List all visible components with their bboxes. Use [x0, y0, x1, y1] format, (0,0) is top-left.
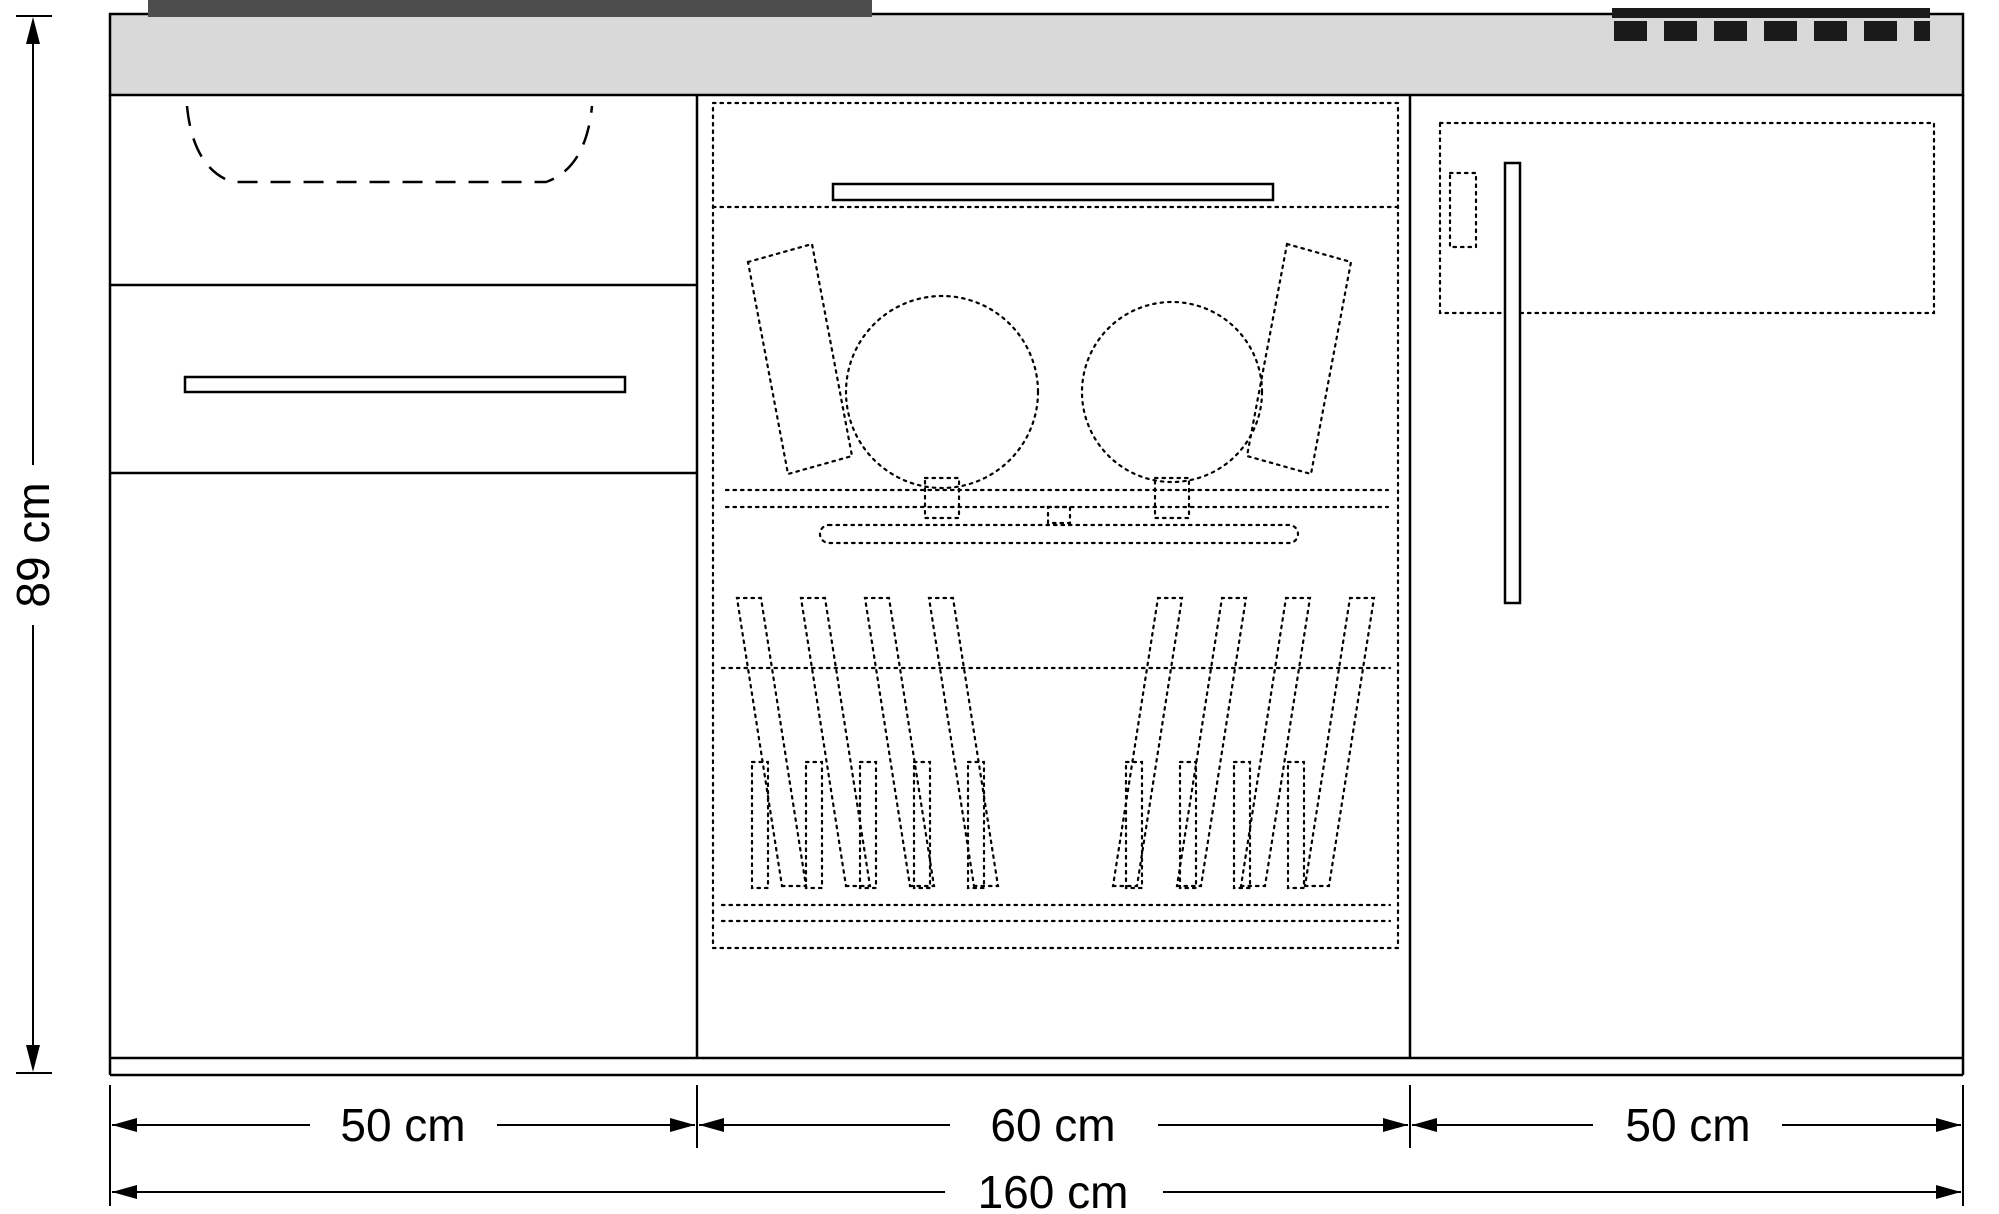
- arrowhead-up: [26, 17, 40, 44]
- plate-slot-left-1: [735, 596, 808, 888]
- freezer-compartment-hidden-outline: [1438, 121, 1936, 315]
- interior-fitting-hidden-outline: [1448, 171, 1478, 249]
- plate-right-foot: [1153, 476, 1191, 520]
- lower-rack: [720, 596, 1392, 923]
- sink-bowl-hidden-outline: [185, 105, 594, 184]
- tray-left: [746, 242, 854, 476]
- arrowhead-mid60-r: [1383, 1118, 1408, 1132]
- cutlery-tine-left-5: [966, 760, 986, 890]
- cabinet-carcass: [108, 95, 1965, 1077]
- dimension-height: 89 cm: [7, 15, 59, 1074]
- cooktop: [148, 0, 872, 17]
- plate-left: [844, 294, 1040, 490]
- fridge-door-handle: [1503, 161, 1522, 605]
- cutlery-tine-left-3: [858, 760, 878, 890]
- plate-right: [1080, 300, 1264, 484]
- cutlery-tine-right-3: [1232, 760, 1252, 890]
- cutlery-tine-right-2: [1178, 760, 1198, 890]
- sink-base-cabinet: [110, 105, 697, 475]
- upper-rack: [724, 242, 1390, 545]
- plate-slot-left-4: [927, 596, 1000, 888]
- arrowhead-right50-r: [1936, 1118, 1961, 1132]
- plate-slot-right-3: [1239, 596, 1312, 888]
- arrowhead-total-r: [1936, 1185, 1961, 1199]
- plate-left-foot: [923, 476, 961, 520]
- dishwasher-handle: [831, 182, 1275, 202]
- cutlery-tine-left-2: [804, 760, 824, 890]
- dim-right-section-label: 50 cm: [1625, 1099, 1750, 1151]
- refrigerator: [1438, 121, 1936, 605]
- cutlery-tine-left-1: [750, 760, 770, 890]
- tray-right: [1245, 242, 1353, 476]
- arrowhead-left50-l: [112, 1118, 137, 1132]
- dim-total-label: 160 cm: [978, 1166, 1129, 1214]
- arrowhead-down: [26, 1045, 40, 1072]
- spray-arm: [818, 523, 1300, 545]
- drawer-handle: [183, 375, 627, 394]
- dim-height-label: 89 cm: [7, 482, 59, 607]
- countertop: [108, 12, 1965, 97]
- arrowhead-total-l: [112, 1185, 137, 1199]
- cutlery-tine-right-1: [1124, 760, 1144, 890]
- arrowhead-mid60-l: [699, 1118, 724, 1132]
- dim-left-section-label: 50 cm: [340, 1099, 465, 1151]
- dimension-sections: 50 cm 60 cm 50 cm: [109, 1085, 1964, 1206]
- dim-middle-section-label: 60 cm: [990, 1099, 1115, 1151]
- grill-top-edge: [1612, 8, 1930, 18]
- cutlery-tine-right-4: [1286, 760, 1306, 890]
- cutlery-tine-left-4: [912, 760, 932, 890]
- plate-slot-right-2: [1175, 596, 1248, 888]
- dishwasher: [711, 101, 1400, 950]
- arrowhead-right50-l: [1412, 1118, 1437, 1132]
- dimension-total: 160 cm: [112, 1166, 1961, 1214]
- arrowhead-left50-r: [670, 1118, 695, 1132]
- plate-slot-right-1: [1111, 596, 1184, 888]
- plate-slot-left-3: [863, 596, 936, 888]
- plate-slot-left-2: [799, 596, 872, 888]
- plate-slot-right-4: [1303, 596, 1376, 888]
- spray-arm-hub: [1046, 505, 1072, 525]
